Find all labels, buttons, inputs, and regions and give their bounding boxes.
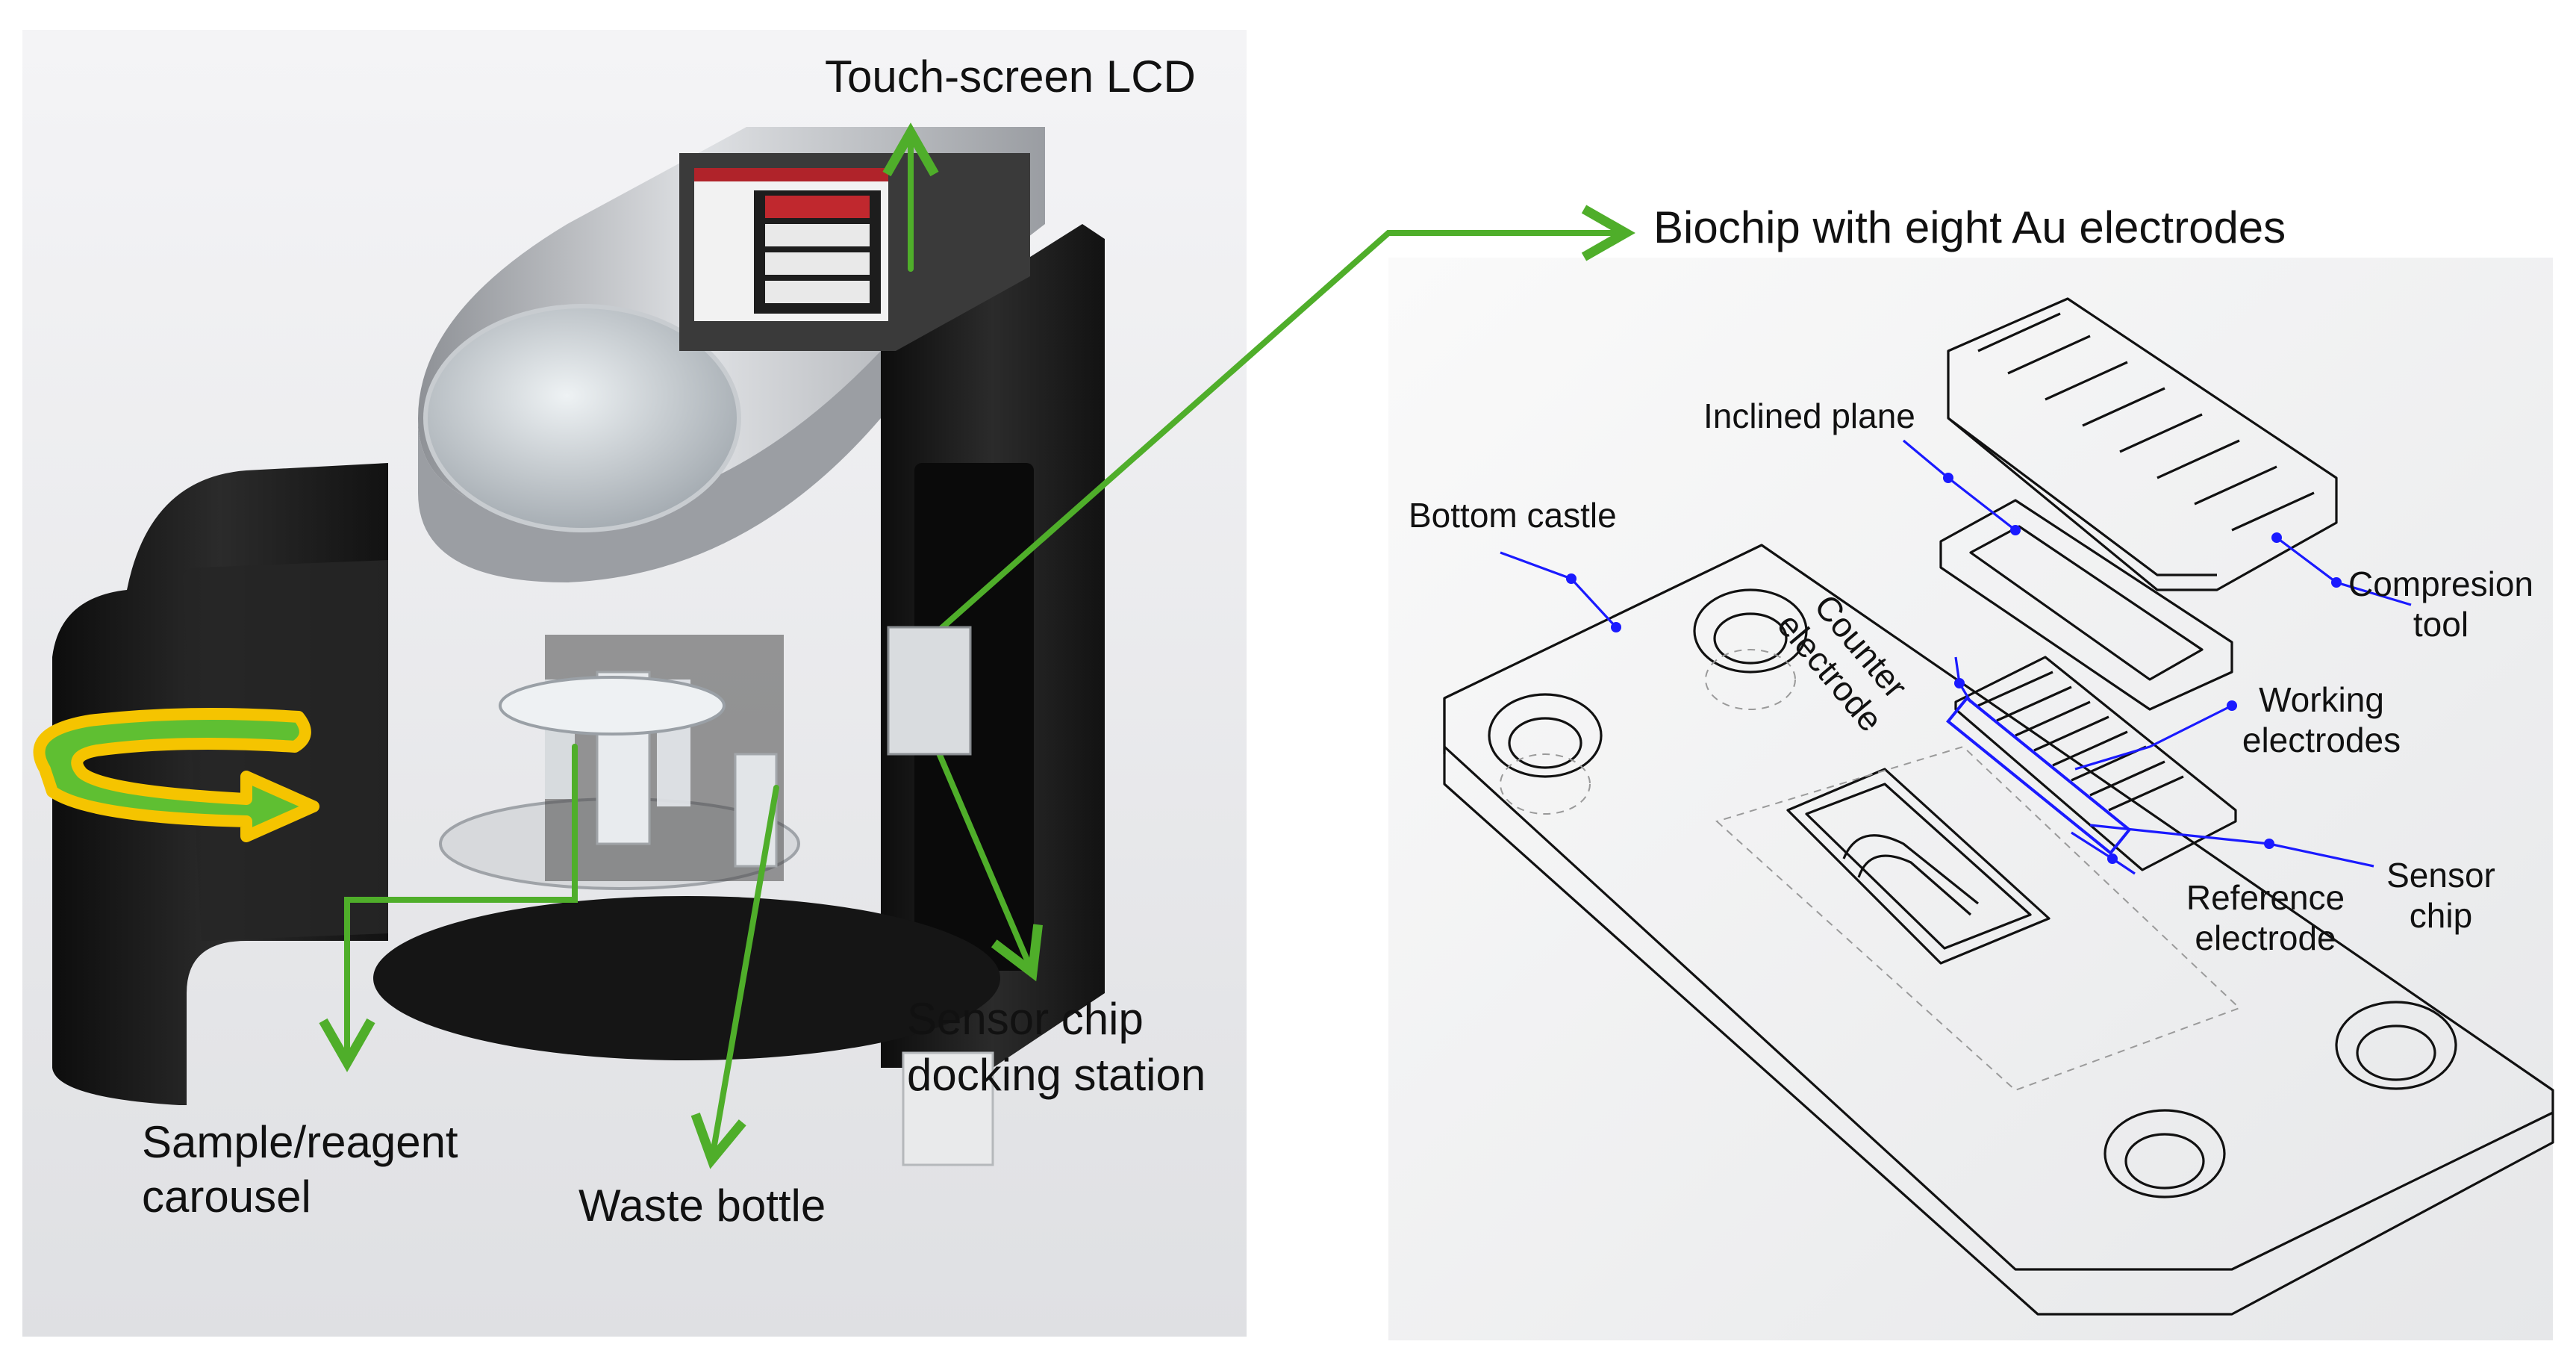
sensor-label-line2: chip [2409, 896, 2473, 936]
dock-label-line2: docking station [907, 1050, 1206, 1100]
cad-drawing [1443, 297, 2554, 1316]
lcd-menu-row[interactable] [765, 281, 870, 303]
biochip-arrow [923, 205, 1635, 645]
compression-label-line1: Compresion [2348, 565, 2533, 603]
docking-station [887, 626, 972, 756]
sensor-chip-photo [902, 1051, 994, 1166]
working-label-line1: Working [2259, 680, 2384, 719]
carousel-label-line1: Sample/reagent [142, 1117, 458, 1167]
sensor-chip-label: Sensor chip [2366, 855, 2516, 936]
bottom-castle-label: Bottom castle [1409, 496, 1617, 535]
dock-label-line1: Sensor chip [907, 994, 1144, 1044]
inclined-plane-label: Inclined plane [1703, 397, 1915, 435]
lcd-menu [765, 196, 870, 303]
carousel-arrow [319, 744, 578, 1072]
waste-arrow [690, 785, 779, 1169]
compression-tool-label: Compresion tool [2336, 564, 2545, 645]
cad-background [1388, 258, 2553, 1340]
leader-dots [1566, 473, 2342, 864]
hidden-lines [1500, 649, 2241, 1092]
biochip-header: Biochip with eight Au electrodes [1653, 202, 2286, 252]
lcd-menu-row[interactable] [765, 224, 870, 246]
dock-arrow [930, 736, 1043, 982]
rotation-arrow-icon [33, 708, 319, 842]
annotation-arrows [319, 122, 1635, 1169]
bottom-castle [1443, 544, 2554, 1316]
reference-label-line2: electrode [2195, 918, 2336, 958]
reference-electrode-label: Reference electrode [2161, 877, 2370, 959]
inclined-plane [1939, 499, 2233, 711]
working-electrodes-label: Working electrodes [2209, 680, 2433, 761]
electrode-highlight [1946, 696, 2132, 856]
lcd-menu-row[interactable] [765, 196, 870, 218]
waste-label: Waste bottle [578, 1181, 826, 1231]
sensor-chip [1954, 656, 2237, 871]
lcd-menu-row[interactable] [765, 252, 870, 275]
compression-tool [1947, 297, 2338, 591]
lcd-label: Touch-screen LCD [825, 52, 1196, 102]
instrument [373, 127, 1105, 1068]
carousel-label-line2: carousel [142, 1172, 311, 1222]
reference-label-line1: Reference [2186, 878, 2345, 917]
sensor-label-line1: Sensor [2386, 856, 2495, 895]
working-label-line2: electrodes [2242, 721, 2401, 760]
compression-label-line2: tool [2413, 605, 2469, 644]
